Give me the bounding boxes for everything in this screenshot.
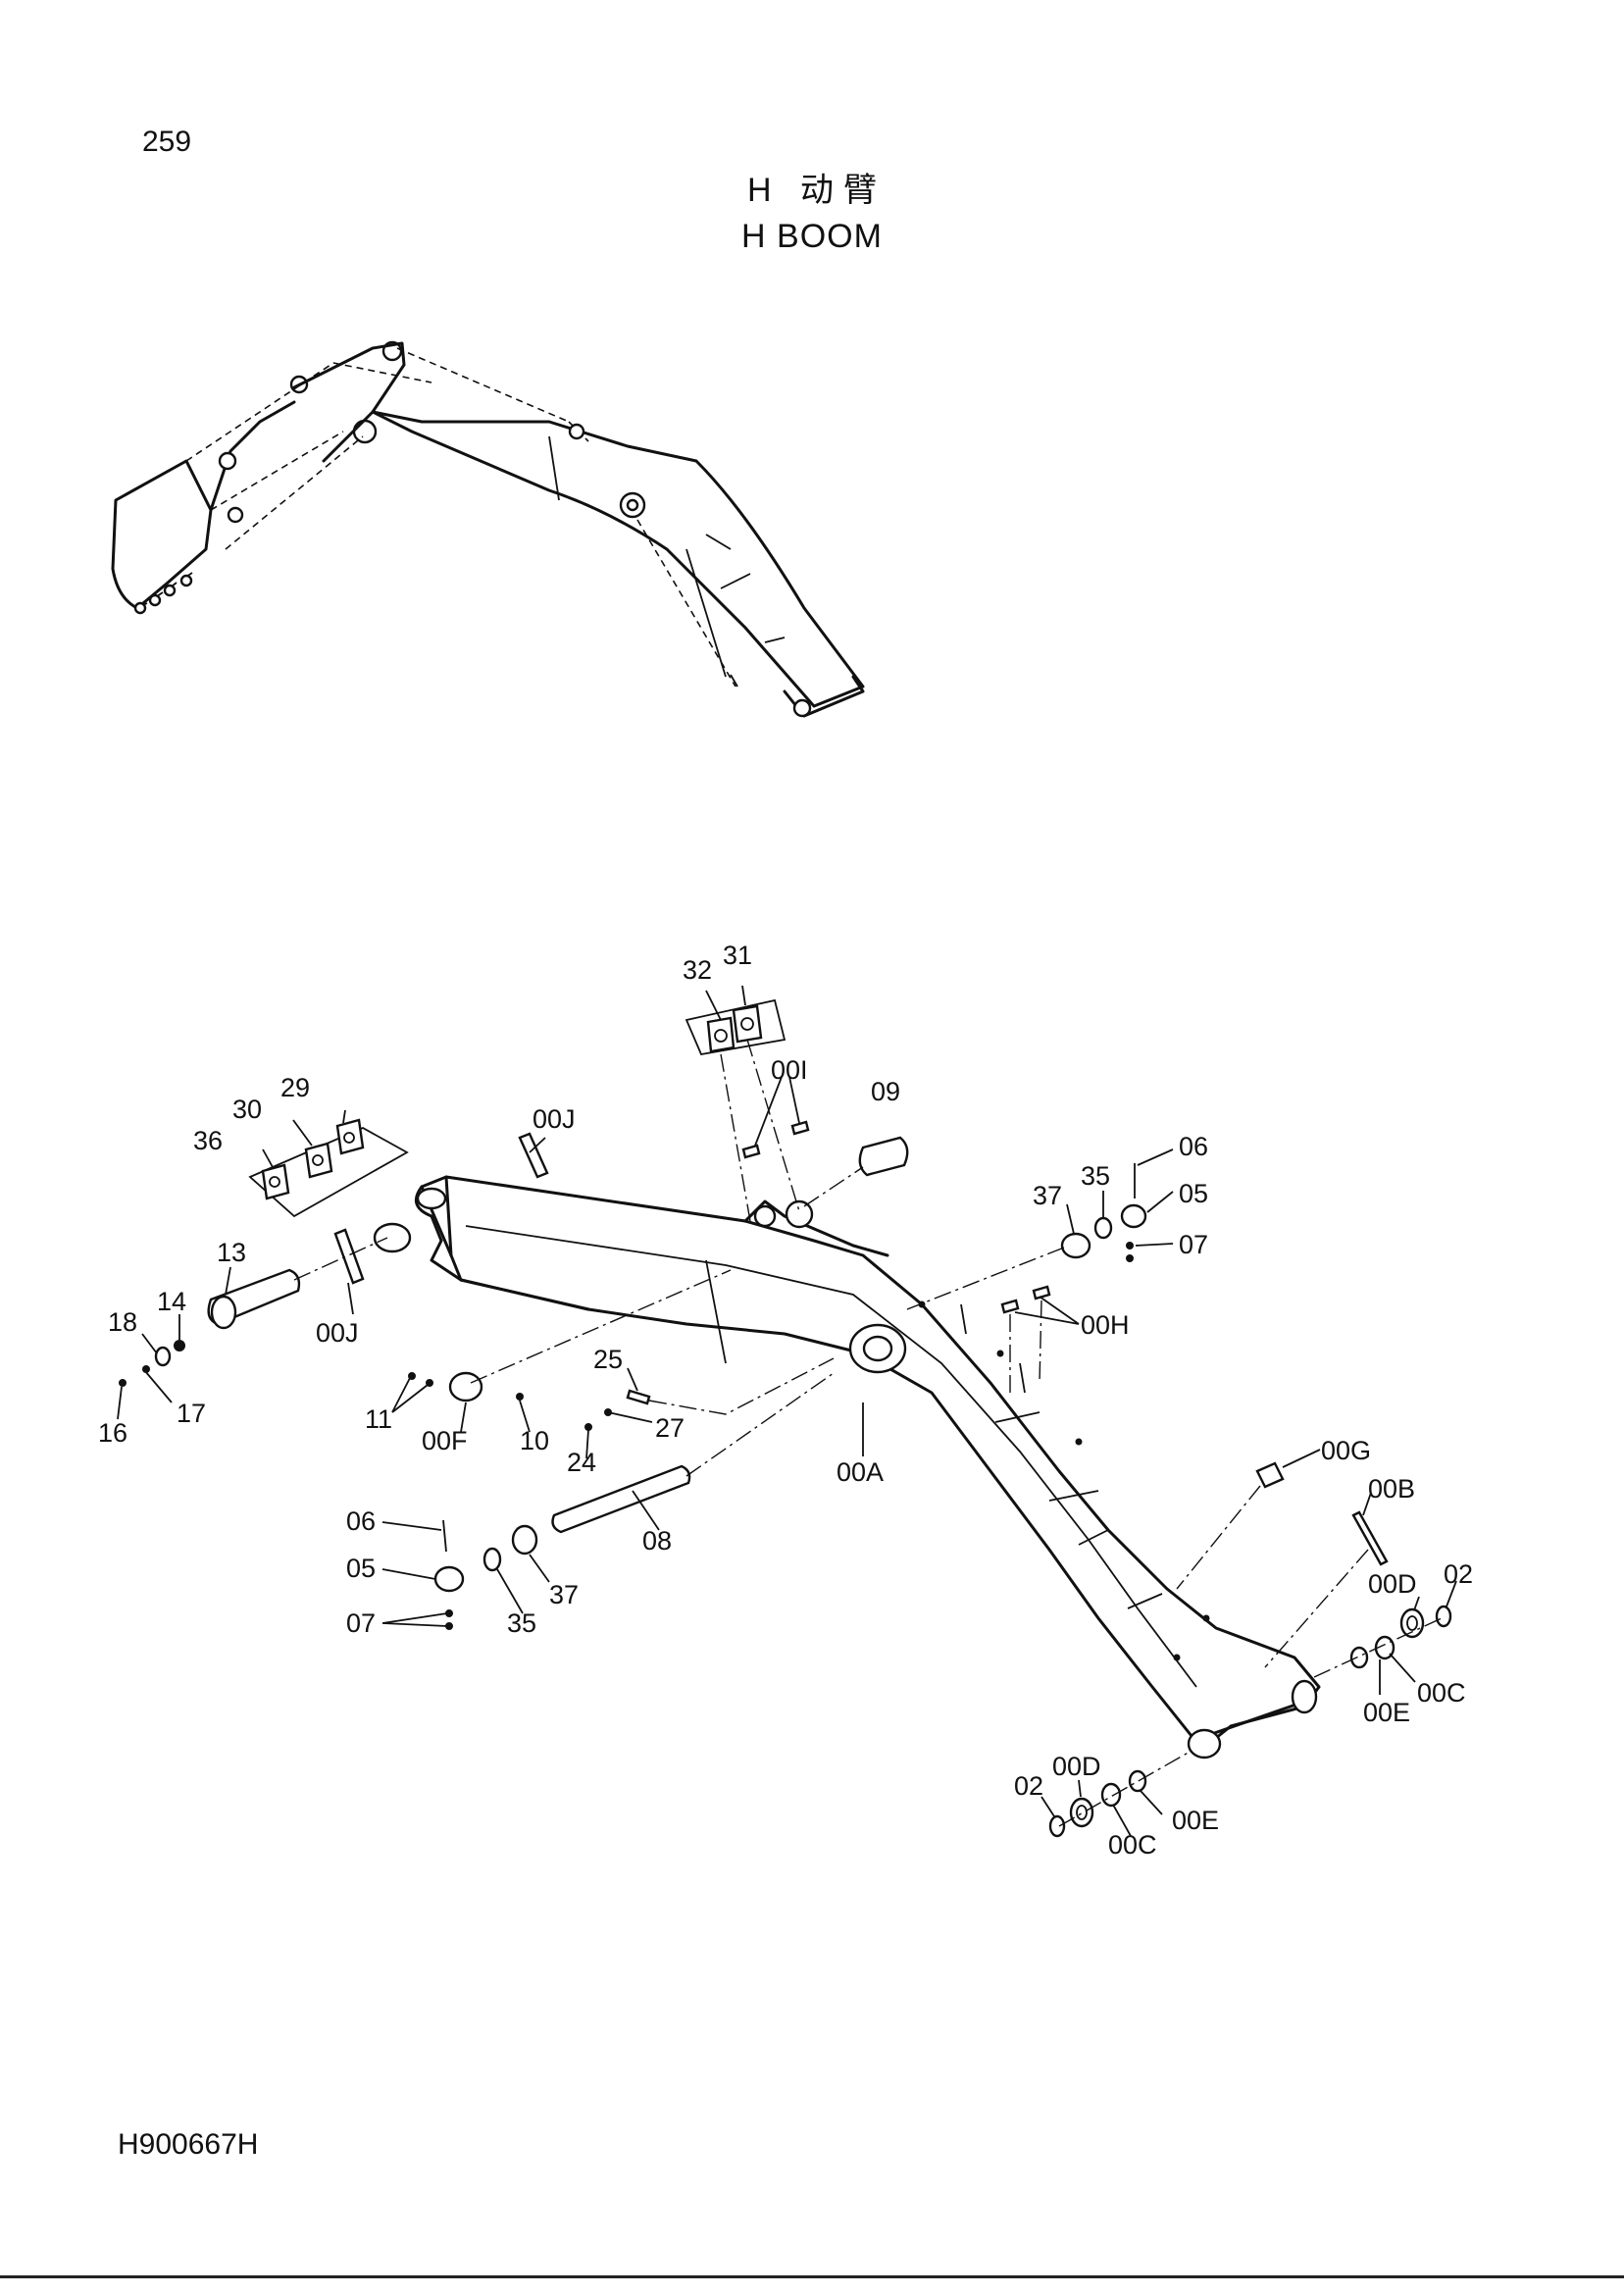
callout-06-right: 06 <box>1179 1132 1208 1161</box>
callout-00E-right: 00E <box>1363 1698 1410 1727</box>
callout-00I: 00I <box>771 1055 808 1085</box>
callout-05-right: 05 <box>1179 1179 1208 1208</box>
callout-00H: 00H <box>1081 1310 1130 1340</box>
callout-00D-right: 00D <box>1368 1569 1417 1599</box>
title-chinese: H 动臂 <box>747 172 887 209</box>
callout-29: 29 <box>280 1073 310 1102</box>
callout-13: 13 <box>217 1238 246 1267</box>
callout-27: 27 <box>655 1413 685 1443</box>
leader-lines <box>117 985 1457 1837</box>
callout-35-right: 35 <box>1081 1161 1110 1191</box>
callout-08: 08 <box>642 1526 672 1556</box>
callout-02-right: 02 <box>1444 1559 1473 1589</box>
callout-00C-right: 00C <box>1417 1678 1466 1708</box>
callout-00F: 00F <box>422 1426 468 1455</box>
callout-07-right: 07 <box>1179 1230 1208 1259</box>
callout-02-left: 02 <box>1014 1771 1043 1801</box>
callout-00J-top: 00J <box>533 1104 576 1134</box>
page-title: H 动臂 H BOOM <box>0 169 1624 261</box>
overview-sketch <box>111 340 865 718</box>
callout-07-left: 07 <box>346 1608 376 1638</box>
callout-00A: 00A <box>837 1457 884 1487</box>
callout-24: 24 <box>567 1448 596 1477</box>
callout-32: 32 <box>683 955 712 985</box>
callout-16: 16 <box>98 1418 127 1448</box>
callout-00G: 00G <box>1321 1436 1371 1465</box>
callout-09: 09 <box>871 1077 900 1106</box>
callout-labels: 32 31 00I 09 29 30 36 00J 13 14 18 16 17… <box>98 941 1473 1860</box>
page-number: 259 <box>142 126 192 158</box>
callout-00D-left: 00D <box>1052 1752 1101 1781</box>
callout-06-left: 06 <box>346 1506 376 1536</box>
callout-00E-left: 00E <box>1172 1806 1219 1835</box>
callout-00J-low: 00J <box>316 1318 359 1348</box>
callout-36: 36 <box>193 1126 223 1155</box>
bottom-divider <box>0 2275 1624 2278</box>
callout-25: 25 <box>593 1345 623 1374</box>
callout-05-left: 05 <box>346 1554 376 1583</box>
callout-17: 17 <box>177 1399 206 1428</box>
callout-30: 30 <box>232 1095 262 1124</box>
callout-11: 11 <box>365 1404 392 1434</box>
title-english: H BOOM <box>741 218 883 255</box>
callout-37-right: 37 <box>1033 1181 1062 1210</box>
callout-10: 10 <box>520 1426 549 1455</box>
main-boom <box>373 1175 1321 1760</box>
document-code: H900667H <box>118 2128 259 2161</box>
callout-00B: 00B <box>1368 1474 1415 1504</box>
callout-37-left: 37 <box>549 1580 579 1609</box>
callout-18: 18 <box>108 1307 137 1337</box>
callout-35-left: 35 <box>507 1608 536 1638</box>
callout-14: 14 <box>157 1287 186 1316</box>
callout-31: 31 <box>723 941 752 970</box>
callout-00C-left: 00C <box>1108 1830 1157 1860</box>
exploded-parts <box>119 998 1452 1838</box>
